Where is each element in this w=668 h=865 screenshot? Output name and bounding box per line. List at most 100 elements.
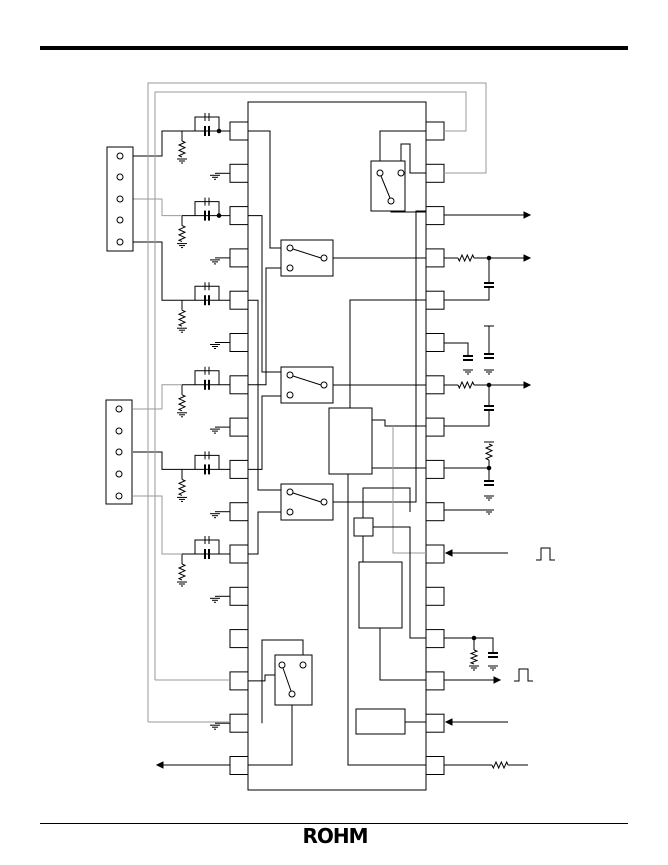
- connector-link-2: [133, 241, 182, 301]
- pin-left-13: [229, 629, 249, 649]
- pulse-icon-in: [536, 547, 555, 561]
- connector-b-jack-1: [115, 405, 123, 413]
- pin-right-25: [425, 417, 445, 437]
- connector-link-5: [133, 495, 182, 555]
- pin-29-net: [444, 342, 469, 356]
- out-pulse-arrow: [493, 676, 502, 684]
- switch-4-blade: [380, 175, 391, 199]
- connector-link-4: [133, 451, 182, 470]
- switch-1-common: [320, 254, 328, 262]
- counter-out: [379, 628, 426, 681]
- rohm-logo: ROHM: [295, 824, 375, 848]
- switch-4-term-b: [397, 169, 405, 177]
- sw5-out: [248, 697, 293, 766]
- out-3-arrow: [523, 381, 532, 389]
- components: [105, 113, 555, 770]
- pin-21-net: [444, 637, 475, 650]
- pin-right-22: [425, 544, 445, 564]
- bias-resistor-0: [177, 140, 187, 158]
- in2-to-sw2: [248, 215, 284, 373]
- bias-resistor-3: [177, 394, 187, 412]
- pin-left-6: [229, 333, 249, 352]
- switch-5-blade: [282, 667, 292, 692]
- pulse-icon-out: [514, 668, 533, 682]
- connector-link-1: [133, 198, 182, 217]
- pin-21-resistor: [469, 649, 479, 665]
- pin-left-11: [229, 544, 249, 564]
- block-sync-separator: [328, 407, 373, 475]
- pin-right-18: [425, 713, 445, 733]
- junction-4: [216, 128, 222, 134]
- in6-to-sw3: [248, 511, 284, 555]
- switch-1-term-a: [286, 244, 294, 252]
- pin-right-20: [425, 629, 445, 649]
- junction-3: [471, 635, 477, 641]
- bias-resistor-2: [177, 309, 187, 327]
- rohm-logo-text: ROHM: [302, 824, 368, 848]
- pin-30-net: [444, 288, 490, 301]
- header-rule: [40, 46, 628, 50]
- sync-in: [349, 299, 426, 408]
- sync-loop: [392, 426, 426, 554]
- in4-to-sw1: [248, 267, 284, 386]
- pin-right-30: [425, 206, 445, 226]
- bypass-loop-5: [194, 539, 220, 554]
- bias-resistor-1: [177, 225, 187, 243]
- switch-3-common: [320, 498, 328, 506]
- switch-5-term-a: [278, 661, 286, 669]
- junction-0: [486, 255, 492, 261]
- junction-5: [216, 213, 222, 218]
- bypass-loop-1: [194, 201, 220, 216]
- pin-21-net-b: [474, 637, 494, 652]
- pin-left-7: [229, 375, 249, 395]
- sw3-out: [324, 210, 426, 503]
- out-video-1-arrow: [523, 211, 532, 219]
- wiring: [133, 82, 528, 766]
- pin-left-10: [229, 502, 249, 522]
- pin-left-1: [229, 121, 249, 141]
- pin-left-14: [229, 671, 249, 691]
- block-regulator: [355, 708, 406, 735]
- connector-a-jack-1: [116, 152, 124, 160]
- pin-27-net: [444, 411, 490, 427]
- in5-to-sw2: [248, 395, 284, 470]
- switch-2-term-b: [286, 391, 294, 399]
- pin-right-32: [425, 121, 445, 141]
- switch-1-term-b: [286, 264, 294, 272]
- pin-left-16: [229, 756, 249, 775]
- in3-to-sw3: [248, 299, 284, 491]
- connector-a-jack-3: [116, 195, 124, 203]
- pin-left-3: [229, 206, 249, 226]
- switch-5-common: [288, 690, 296, 698]
- pin-right-19: [425, 671, 445, 691]
- outer-loop-top: [147, 82, 487, 722]
- pin-right-27: [425, 333, 445, 352]
- sw5-in: [248, 674, 278, 682]
- pin-right-17: [425, 756, 445, 775]
- switch-4: [370, 160, 406, 212]
- pin-right-31: [425, 163, 445, 183]
- bias-resistor-4: [177, 478, 187, 496]
- bypass-loop-2: [194, 285, 220, 301]
- connector-a-jack-4: [116, 216, 124, 224]
- in1-to-sw1: [248, 130, 284, 249]
- sw4-in-b: [400, 143, 426, 174]
- pin-right-23: [425, 502, 445, 522]
- pin-left-4: [229, 248, 249, 268]
- switch-2-common: [320, 381, 328, 389]
- pin-left-5: [229, 290, 249, 310]
- bypass-loop-0: [194, 116, 220, 131]
- connector-b-jack-3: [115, 448, 123, 456]
- pin-right-28: [425, 290, 445, 310]
- pin-26-net: [444, 467, 490, 480]
- in-reg-arrow: [444, 718, 453, 726]
- bypass-loop-3: [194, 370, 220, 385]
- switch-3-term-a: [286, 488, 294, 496]
- pin-left-9: [229, 459, 249, 479]
- pin-17-resistor: [491, 760, 509, 770]
- long-return: [347, 420, 426, 766]
- out-2-arrow: [523, 254, 532, 262]
- gate-in: [362, 487, 411, 518]
- pin-right-24: [425, 459, 445, 479]
- connector-link-3: [133, 384, 182, 410]
